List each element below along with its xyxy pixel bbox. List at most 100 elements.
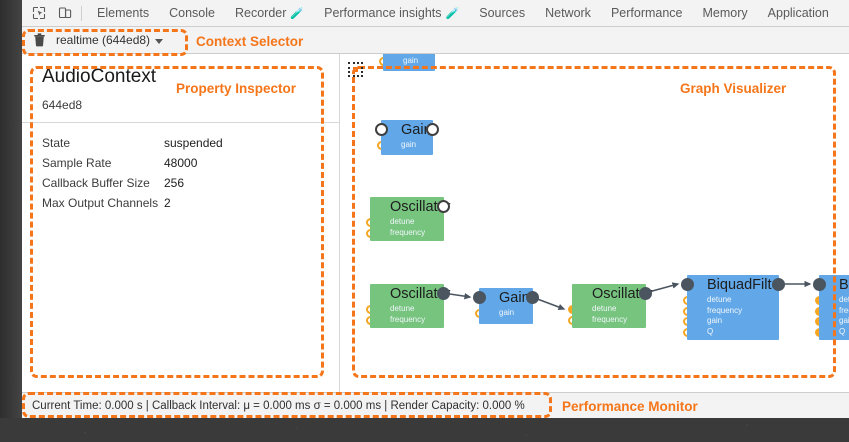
experiment-flask-icon: 🧪: [445, 7, 460, 20]
experiment-flask-icon: 🧪: [290, 7, 305, 20]
devtools-tabstrip: Elements Console Recorder 🧪 Performance …: [22, 0, 849, 27]
context-selector-value: realtime (644ed8): [56, 33, 151, 47]
graph-node-params: gain: [383, 56, 435, 70]
performance-monitor-bar: Current Time: 0.000 s | Callback Interva…: [22, 392, 849, 418]
graph-node-param-detune: detune: [390, 304, 415, 313]
tab-memory[interactable]: Memory: [693, 0, 758, 27]
toolbar-divider: [81, 5, 82, 21]
window-bottom-edge: [0, 418, 849, 442]
graph-node-title: Gain: [499, 290, 530, 306]
chevron-down-icon: [155, 38, 164, 44]
tab-label: Network: [545, 6, 591, 20]
tab-label: Console: [169, 6, 215, 20]
graph-node-param-gain: gain: [839, 316, 849, 325]
property-value: suspended: [164, 136, 223, 150]
graph-node-title: Oscillator: [390, 286, 451, 302]
tab-elements[interactable]: Elements: [87, 0, 159, 27]
tab-label: Memory: [702, 6, 748, 20]
graph-node-title: Gain: [401, 122, 432, 138]
tab-recorder[interactable]: Recorder 🧪: [225, 0, 314, 27]
tab-label: Recorder: [234, 6, 287, 20]
graph-node-param-detune: detune: [707, 295, 732, 304]
node-output-port[interactable]: [772, 278, 785, 291]
graph-node-param-gain: gain: [401, 140, 417, 149]
tab-label: Elements: [97, 6, 150, 20]
table-row: Sample Rate 48000: [42, 153, 339, 173]
context-selector-toolbar: realtime (644ed8): [22, 27, 849, 54]
node-input-port[interactable]: [473, 291, 486, 304]
property-value: 48000: [164, 156, 198, 170]
devtools-panel: Elements Console Recorder 🧪 Performance …: [22, 0, 849, 418]
graph-node-param-detune: detune: [839, 295, 849, 304]
node-input-port[interactable]: [813, 278, 826, 291]
node-output-port[interactable]: [437, 200, 450, 213]
property-value: 256: [164, 176, 185, 190]
performance-monitor-text: Current Time: 0.000 s | Callback Interva…: [32, 399, 525, 412]
tab-sources[interactable]: Sources: [469, 0, 535, 27]
tab-label: Sources: [479, 6, 526, 20]
graph-node-param-frequency: frequency: [592, 314, 628, 324]
property-key: Max Output Channels: [42, 196, 159, 210]
property-key: State: [42, 136, 71, 150]
table-row: Callback Buffer Size 256: [42, 173, 339, 193]
inspect-element-icon[interactable]: [26, 2, 52, 24]
node-input-port[interactable]: [681, 278, 694, 291]
graph-node-title: B: [839, 277, 849, 293]
graph-node-param-gain: gain: [403, 56, 419, 65]
table-row: State suspended: [42, 133, 339, 153]
tab-label: Performance: [610, 6, 683, 20]
property-key: Sample Rate: [42, 156, 112, 170]
graph-visualizer-pane[interactable]: GaingainGaingainOscillatordetunefrequenc…: [340, 54, 849, 392]
webaudio-panes: AudioContext 644ed8 State suspended Samp…: [22, 54, 849, 392]
node-output-port[interactable]: [639, 287, 652, 300]
graph-node-param-q: Q: [707, 326, 714, 336]
context-selector-dropdown[interactable]: realtime (644ed8): [50, 31, 169, 49]
graph-node-param-frequency: frequency: [839, 305, 849, 315]
divider: [22, 122, 339, 123]
tab-console[interactable]: Console: [159, 0, 225, 27]
graph-node-param-detune: detune: [592, 304, 617, 313]
graph-node-params: gain: [381, 140, 433, 154]
tab-application[interactable]: Application: [758, 0, 839, 27]
graph-node-param-gain: gain: [707, 316, 723, 325]
property-inspector-pane: AudioContext 644ed8 State suspended Samp…: [22, 54, 340, 392]
trash-icon[interactable]: [28, 29, 50, 51]
graph-node-title: BiquadFilter: [707, 277, 785, 293]
graph-node-gain[interactable]: Gain gain: [479, 288, 533, 324]
graph-node-title: Oscillator: [390, 199, 451, 215]
property-key: Callback Buffer Size: [42, 176, 150, 190]
graph-node-gain[interactable]: Gain gain: [381, 120, 433, 155]
property-value: 2: [164, 196, 171, 210]
node-output-port[interactable]: [426, 123, 439, 136]
audio-graph-canvas[interactable]: GaingainGaingainOscillatordetunefrequenc…: [340, 54, 849, 392]
page-title: AudioContext: [42, 66, 157, 87]
property-table: State suspended Sample Rate 48000 Callba…: [22, 123, 339, 213]
graph-node-param-gain: gain: [499, 308, 515, 317]
graph-node-param-q: Q: [839, 326, 846, 336]
graph-node-param-frequency: frequency: [390, 314, 426, 324]
graph-node-param-frequency: frequency: [390, 227, 426, 237]
window-left-edge: [0, 0, 22, 418]
graph-node-params: gain: [479, 308, 533, 322]
node-output-port[interactable]: [526, 291, 539, 304]
tab-performance-insights[interactable]: Performance insights 🧪: [314, 0, 469, 27]
tab-label: Performance insights: [324, 6, 442, 20]
node-output-port[interactable]: [437, 287, 450, 300]
tab-network[interactable]: Network: [535, 0, 601, 27]
table-row: Max Output Channels 2: [42, 193, 339, 213]
device-toolbar-icon[interactable]: [52, 2, 78, 24]
tab-performance[interactable]: Performance: [601, 0, 693, 27]
context-id: 644ed8: [42, 98, 83, 112]
tab-label: Application: [767, 6, 829, 20]
node-input-port[interactable]: [375, 123, 388, 136]
